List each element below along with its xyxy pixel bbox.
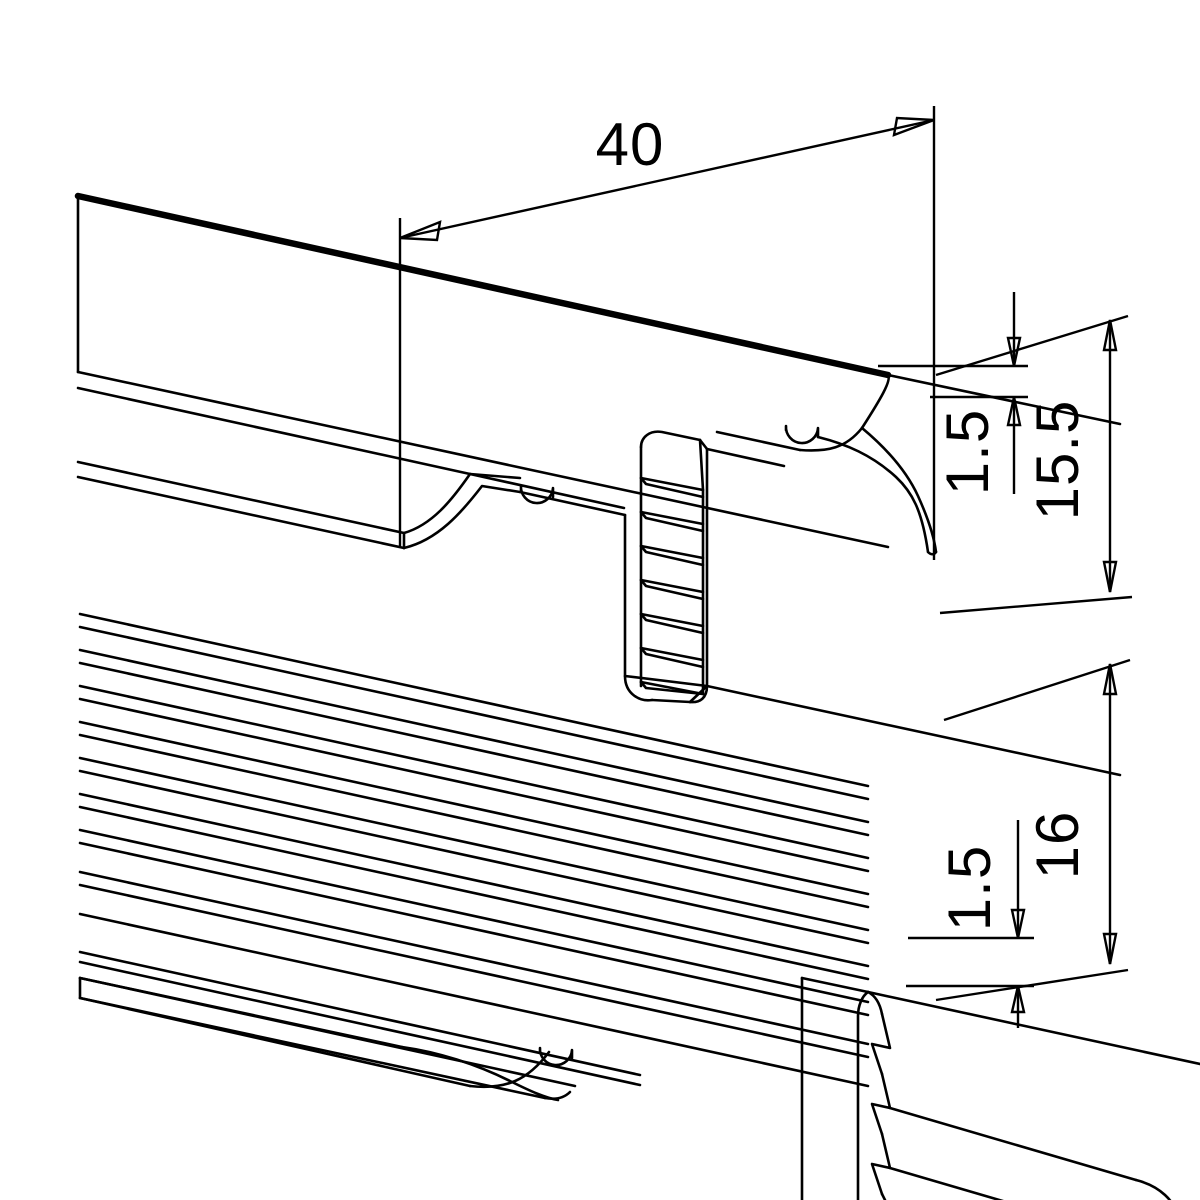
lower-left-nose-sweep-2 [543, 1090, 572, 1101]
lower-left-nose-sweep [400, 1045, 560, 1102]
dim-upper1p5-label: 1.5 [934, 409, 1001, 495]
rib-line-2b [78, 661, 870, 837]
lower-bottom-surface-a [78, 996, 547, 1100]
rib-line-1b [78, 625, 870, 801]
rib-line-7b [78, 841, 870, 1017]
serration-row-5b [639, 612, 705, 635]
fin-barb-1 [870, 1012, 892, 1076]
upper-right-screwport-notch-icon [784, 424, 820, 445]
serration-row-1 [639, 438, 705, 492]
upper-left-screwport-notch-icon [519, 484, 555, 505]
upper-top-back-edge [74, 192, 892, 379]
upper-left-chamfer-inner [402, 472, 522, 535]
upper-left-wing-under-line [76, 386, 472, 476]
serration-row-4b [639, 578, 705, 601]
rib-line-2 [78, 648, 870, 824]
upper-right-nose-outer [860, 373, 891, 430]
upper-top-face-front-edge [76, 370, 890, 549]
upper-right-chamber-ceiling-2 [715, 430, 802, 452]
dimension-upper-1p5: 1.5 [878, 292, 1028, 495]
dimension-40: 40 [398, 106, 936, 560]
upper-left-wing-lower-face-b [76, 475, 406, 550]
upper-left-chamfer-outer [402, 484, 522, 550]
upper-groove-crown-back [639, 430, 702, 449]
serration-row-2b [639, 510, 705, 533]
upper-chamber-top-inner-wall [468, 472, 626, 510]
lower-profile-ribs [78, 612, 870, 1088]
lower-body-right-receding-top [866, 990, 1200, 1066]
upper-chamber-ceiling-line [518, 490, 627, 517]
dim15p5-ext-bottom [939, 595, 1133, 615]
dim16-arrow-bottom [1102, 932, 1118, 965]
dim-upper1p5-arrow-bottom [1006, 396, 1022, 427]
serration-row-6b [639, 646, 705, 669]
lower-left-inner-face [78, 976, 404, 1049]
rib-line-3b [78, 697, 870, 873]
upper-right-nose-tip [926, 550, 938, 556]
dim16-ext-top [943, 658, 1131, 722]
serration-row-1b [639, 476, 705, 499]
upper-body-bottom-front [623, 674, 709, 688]
rib-line-1 [78, 612, 870, 788]
dim15p5-ext-top [935, 314, 1129, 377]
upper-groove-left-wall-outer [623, 513, 654, 702]
dim16-label: 16 [1024, 811, 1091, 880]
upper-right-nose-top [798, 426, 864, 452]
dim15p5-label: 15.5 [1024, 400, 1091, 521]
rib-line-4b [78, 733, 870, 909]
lower-right-shelf-top [888, 1106, 1138, 1182]
lower-profile [78, 612, 1200, 1200]
fin-depth-edge-top [800, 976, 870, 994]
serration-row-7b [639, 680, 705, 696]
upper-groove-serrations [639, 438, 705, 696]
rib-line-5 [78, 756, 870, 932]
fin-barb-4 [880, 1192, 887, 1200]
dim40-arrow-right [892, 116, 935, 137]
rib-line-9 [78, 912, 870, 1088]
rib-line-8b [78, 883, 870, 1059]
fin-barb-3 [870, 1132, 892, 1196]
dim40-line [399, 118, 935, 240]
upper-right-chamber-ceiling [705, 447, 786, 468]
upper-profile [74, 192, 1122, 777]
dimension-lower-1p5: 1.5 [906, 820, 1034, 1028]
upper-body-right-receding-bottom [705, 684, 1122, 777]
rib-line-10 [78, 950, 642, 1077]
dim40-label: 40 [596, 111, 665, 178]
dim15p5-arrow-top [1102, 319, 1118, 352]
rib-line-7 [78, 828, 870, 1004]
dimension-16: 16 [935, 658, 1131, 1002]
fin-barb-2 [870, 1072, 892, 1136]
serration-row-3b [639, 544, 705, 567]
rib-line-10b [78, 960, 642, 1087]
upper-body-bottom-edge-left [688, 684, 709, 704]
dimension-15p5: 15.5 [935, 314, 1133, 615]
fin-left-stem [856, 990, 870, 1200]
rib-line-6 [78, 792, 870, 968]
rib-line-3 [78, 684, 870, 860]
upper-body-right-receding-top [886, 373, 1122, 426]
lower-right-shelf-top-2 [888, 1166, 1004, 1200]
dim16-ext-bottom [935, 968, 1129, 1002]
upper-right-nose-lower-2 [860, 426, 938, 554]
dim16-arrow-top [1102, 663, 1118, 696]
dim-lower1p5-label: 1.5 [936, 845, 1003, 931]
rib-line-6b [78, 805, 870, 981]
rib-line-8 [78, 870, 870, 1046]
dim-lower1p5-arrow-bottom [1010, 985, 1026, 1014]
dim-lower1p5-arrow-top [1010, 908, 1026, 939]
lower-right-shelf-front [1134, 1178, 1172, 1200]
upper-left-wing-lower-face-a [76, 460, 406, 535]
upper-right-nose-lower [816, 435, 930, 554]
rib-line-4 [78, 720, 870, 896]
dim40-arrow-left [399, 220, 442, 242]
lower-left-screwport-notch-icon [538, 1046, 574, 1067]
dim15p5-arrow-bottom [1102, 560, 1118, 593]
rib-line-5b [78, 769, 870, 945]
upper-groove-right-wall-2 [650, 698, 692, 704]
